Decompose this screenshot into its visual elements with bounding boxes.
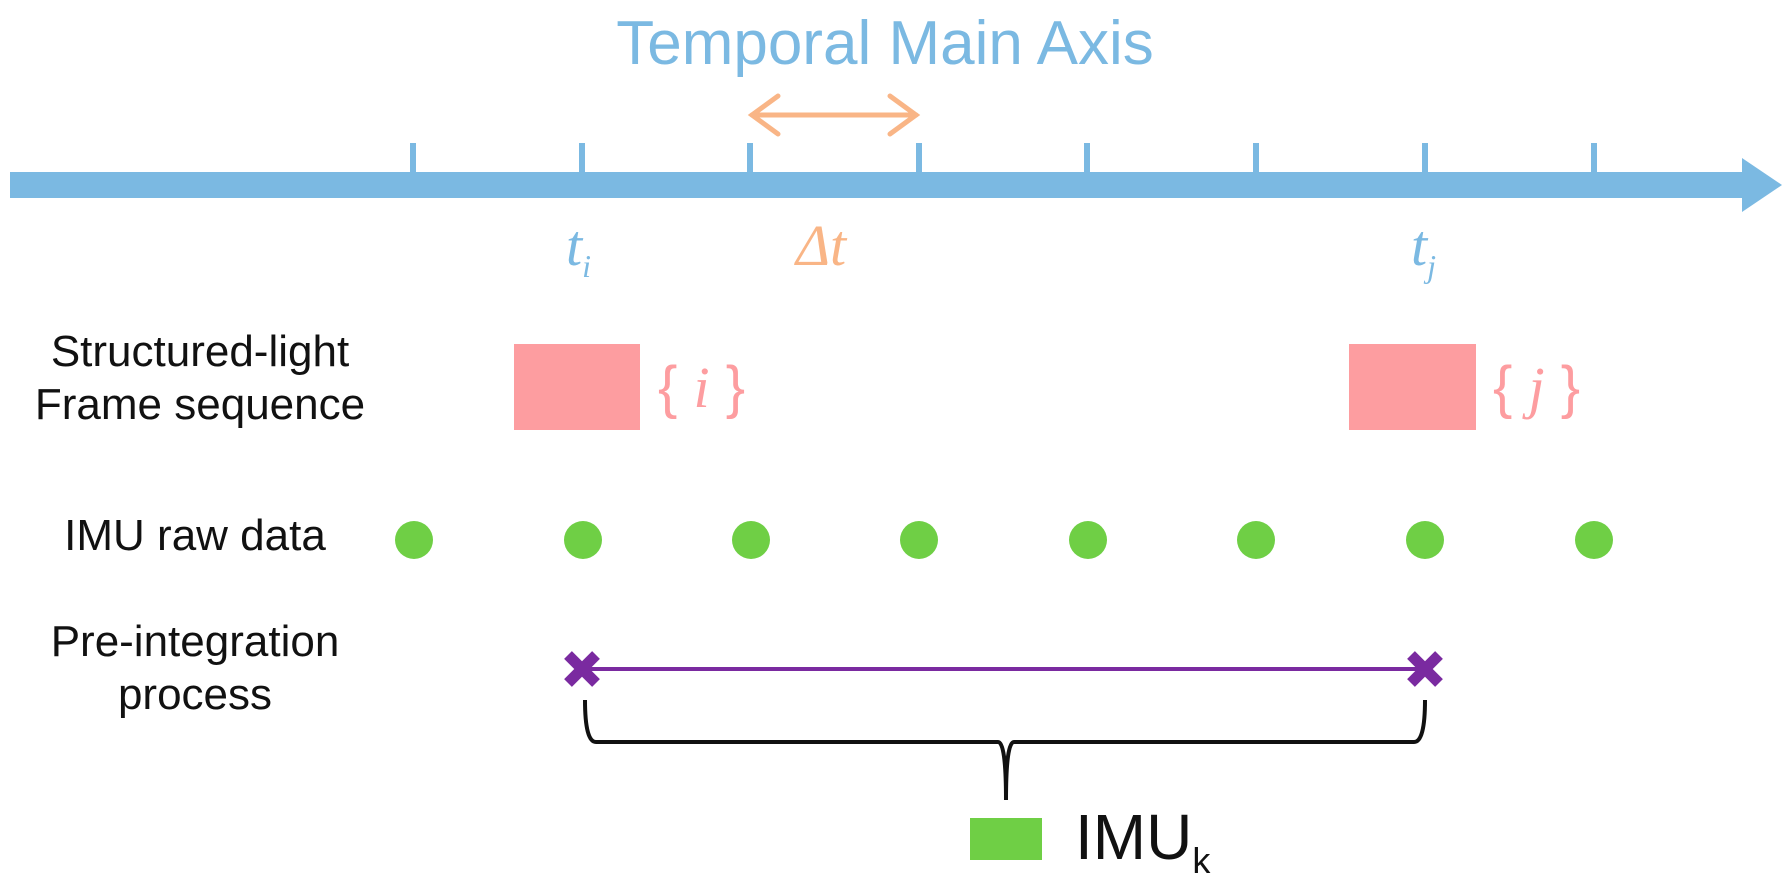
frames-row-label-line1: Structured-light [50,327,350,376]
preintegration-cross-start [564,651,600,687]
imu-sample-dot [1237,521,1275,559]
frames-row-label-line2: Frame sequence [34,379,366,429]
preint-row-label-line1: Pre-integration [50,617,340,666]
imu-row-label: IMU raw data [64,511,326,560]
ti-main: t [566,213,583,278]
frames-row-label: Structured-light Frame sequence [0,326,400,432]
preint-row-label-line2: process [117,669,273,719]
legend-imu-subscript: k [1192,840,1211,881]
legend-imu-swatch [970,818,1042,860]
delta-t-arrow [747,93,921,137]
frame-i-block [514,344,640,430]
imu-sample-dot [900,521,938,559]
preint-row-label: Pre-integration process [0,616,390,722]
preintegration-cross-end [1407,651,1443,687]
frame-j-block [1349,344,1476,430]
tj-subscript: j [1427,248,1437,284]
imu-sample-dot [1406,521,1444,559]
ti-label: ti [566,212,591,285]
tj-label: tj [1411,212,1436,285]
temporal-axis-arrowhead [1742,158,1782,212]
legend-imu-label: IMUk [1075,800,1210,882]
delta-t-label: Δt [796,212,846,279]
diagram-title: Temporal Main Axis [616,9,1154,78]
ti-subscript: i [582,248,592,284]
axis-ticks [410,143,1597,174]
delta-t-text: Δt [796,213,847,278]
imu-samples [395,521,1613,559]
legend-imu-main: IMU [1075,801,1193,873]
imu-sample-dot [1575,521,1613,559]
tj-main: t [1411,213,1428,278]
temporal-axis-bar [10,172,1750,198]
imu-sample-dot [732,521,770,559]
frame-i-index: { i } [658,355,746,420]
imu-sample-dot [564,521,602,559]
imu-sample-dot [1069,521,1107,559]
imu-sample-dot [395,521,433,559]
grouping-brace [583,699,1427,801]
frame-j-index: { j } [1493,355,1581,420]
